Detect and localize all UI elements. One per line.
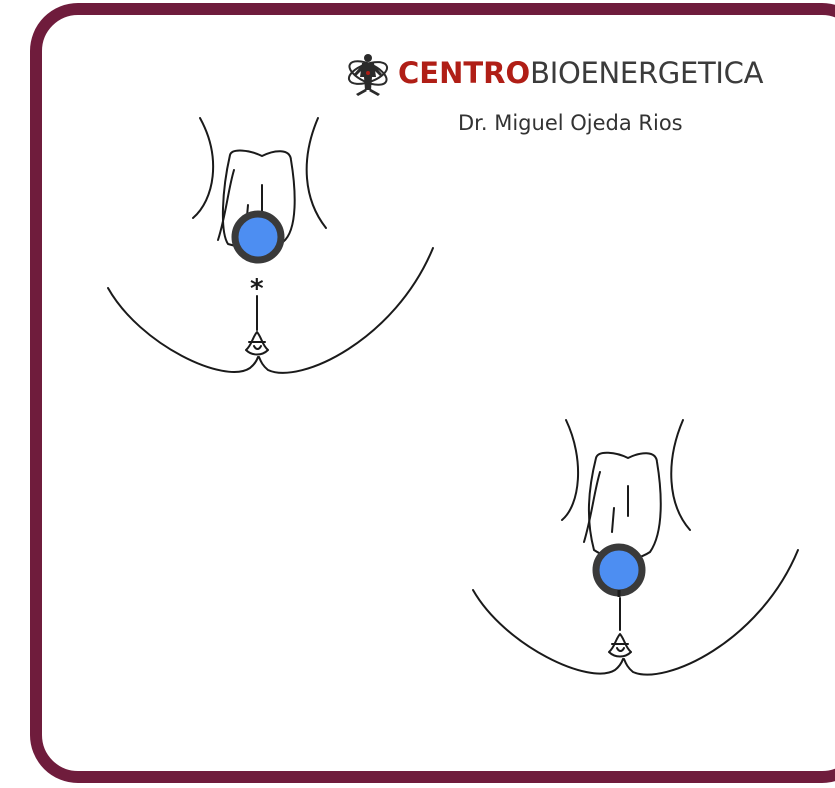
right-thigh-line	[671, 420, 690, 530]
left-thigh-line	[562, 420, 578, 520]
point-marker-upper	[235, 214, 281, 260]
lower-right-figure	[473, 420, 798, 675]
point-marker-lower	[596, 547, 642, 593]
anus-glyph	[609, 634, 631, 657]
right-buttock	[624, 550, 798, 675]
inner-fold-right	[612, 508, 614, 532]
right-buttock	[259, 248, 433, 373]
left-buttock	[473, 590, 623, 674]
left-buttock	[108, 288, 258, 372]
anus-glyph	[246, 332, 268, 355]
right-thigh-line	[307, 118, 326, 228]
left-thigh-line	[193, 118, 213, 218]
body-outline	[589, 453, 661, 560]
marker-asterisk: *	[250, 274, 264, 304]
